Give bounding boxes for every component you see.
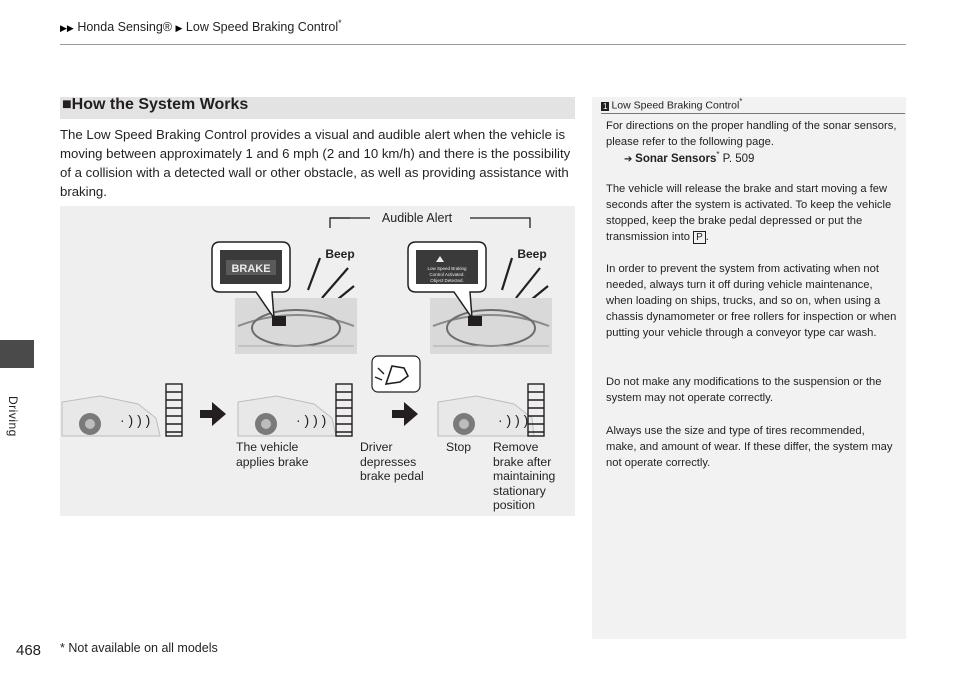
arrow-icon-1: [200, 402, 226, 426]
chapter-label: Driving: [6, 396, 20, 437]
brick-wall-3: [527, 383, 545, 437]
side-note-para-1: For directions on the proper handling of…: [606, 120, 897, 148]
xref-arrow-icon: ➔: [624, 153, 636, 165]
display-callout-right: Low Speed Braking Control Activated. Obj…: [407, 241, 487, 321]
car-3: [437, 395, 535, 437]
breadcrumb-arrow-icon: ▶▶: [60, 23, 74, 34]
note-marker-icon: 1: [601, 101, 610, 111]
system-illustration: Audible Alert Beep Beep BRAKE: [60, 206, 575, 516]
brick-wall-2: [335, 383, 353, 437]
svg-text:· ) ) ): · ) ) ): [498, 412, 528, 428]
car-2: [237, 395, 337, 437]
body-paragraph: The Low Speed Braking Control provides a…: [60, 127, 571, 199]
beep-lines-left-icon: [306, 257, 355, 305]
gear-p-icon: P: [693, 231, 706, 244]
breadcrumb: ▶▶ Honda Sensing® ▶ Low Speed Braking Co…: [60, 18, 342, 34]
footnote: * Not available on all models: [60, 641, 218, 655]
beep-lines-right-icon: [500, 257, 549, 305]
arrow-icon-2: [392, 402, 418, 426]
header-divider: [60, 44, 906, 45]
side-note-divider: [601, 113, 905, 114]
dashboard-left: [235, 298, 357, 354]
side-note-panel: [592, 97, 906, 639]
side-note-para-3: In order to prevent the system from acti…: [606, 263, 897, 339]
svg-text:· ) ) ): · ) ) ): [120, 412, 150, 428]
cross-reference-link[interactable]: ➔ Sonar Sensors* P. 509: [624, 150, 755, 165]
svg-text:Control Activated.: Control Activated.: [429, 272, 464, 277]
section-title: ■How the System Works: [62, 96, 249, 113]
side-note-para-5: Always use the size and type of tires re…: [606, 425, 893, 469]
warning-icon: [436, 256, 444, 262]
section-heading-bar: [60, 97, 575, 119]
beep-label-left: Beep: [325, 247, 354, 261]
svg-text:· ) ) ): · ) ) ): [296, 412, 326, 428]
beep-label-right: Beep: [517, 247, 546, 261]
side-note-para-4: Do not make any modifications to the sus…: [606, 376, 882, 404]
brake-pedal-foot-icon: [371, 355, 421, 393]
step-label-stop: Stop: [446, 440, 472, 454]
breadcrumb-item-honda-sensing[interactable]: Honda Sensing®: [77, 20, 173, 35]
svg-text:Object Detected.: Object Detected.: [430, 278, 464, 283]
brake-display-text: BRAKE: [231, 263, 270, 275]
breadcrumb-item-low-speed-braking[interactable]: Low Speed Braking Control: [185, 20, 339, 35]
asterisk: *: [338, 18, 342, 28]
breadcrumb-arrow-icon: ▶: [175, 23, 183, 34]
display-callout-left: BRAKE: [211, 241, 291, 321]
dashboard-right: [430, 298, 552, 354]
chapter-tab: [0, 340, 34, 368]
brick-wall-1: [165, 383, 183, 437]
side-note-para-2: The vehicle will release the brake and s…: [606, 183, 892, 244]
page-number: 468: [16, 642, 42, 659]
svg-text:Low Speed Braking: Low Speed Braking: [427, 266, 467, 271]
car-1: [61, 395, 161, 437]
audible-alert-label: Audible Alert: [382, 211, 453, 225]
